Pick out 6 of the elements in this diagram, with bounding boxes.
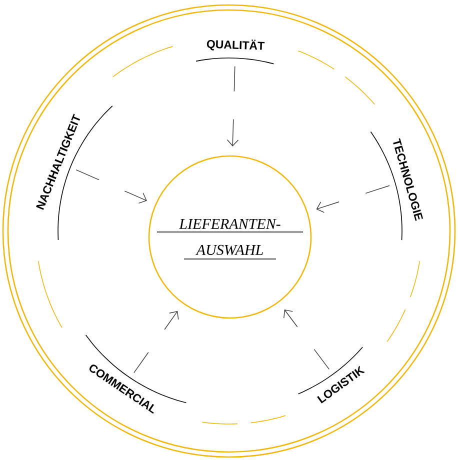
arrow [316,185,390,213]
arrow [134,311,179,374]
arrow [226,66,239,146]
arrow [284,310,330,370]
arrow [76,169,147,204]
category-label: QUALITÄT [206,40,265,50]
